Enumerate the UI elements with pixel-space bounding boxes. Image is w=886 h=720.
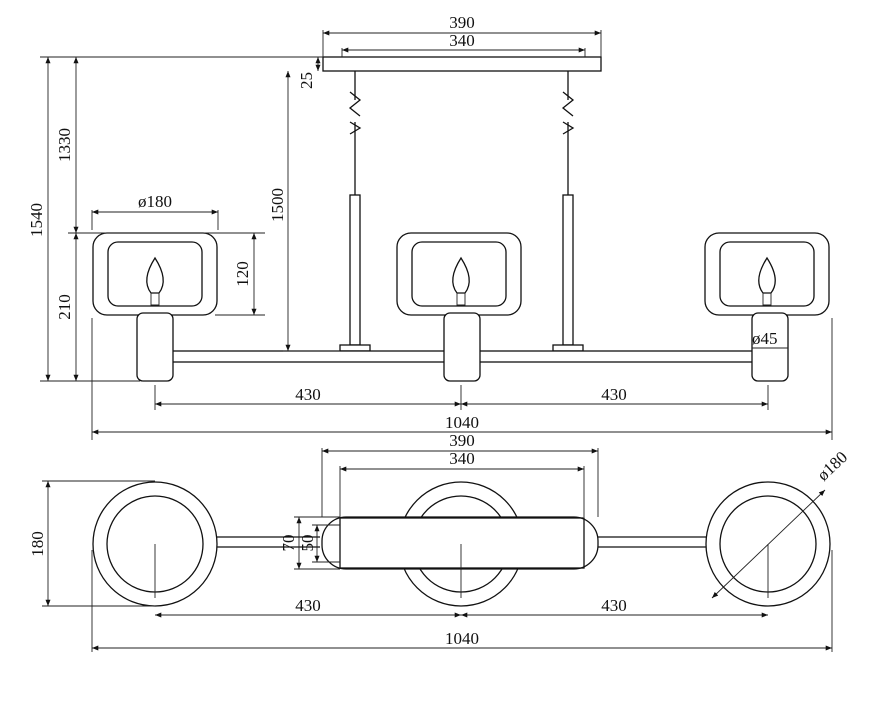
side-max-drop-label: 1500 <box>268 188 287 222</box>
ceiling-plate <box>322 56 602 72</box>
top-view: 390 340 180 70 50 ø180 430 430 1040 <box>28 431 851 652</box>
side-dimension-lines <box>45 30 832 435</box>
top-shade-left <box>92 481 218 607</box>
top-plate-depth-outer-label: 70 <box>279 535 298 552</box>
top-shade-depth-label: 180 <box>28 531 47 557</box>
top-extension-lines <box>42 448 833 652</box>
side-top-plate-outer-label: 390 <box>449 13 475 32</box>
side-overall-height-label: 1540 <box>27 203 46 237</box>
top-plate-outer-label: 390 <box>449 431 475 450</box>
side-extension-lines <box>40 30 833 440</box>
lamp-left <box>92 232 218 382</box>
side-shade-diameter-label: ø180 <box>138 192 172 211</box>
side-cable-height-label: 1330 <box>55 128 74 162</box>
side-shade-height-label: 120 <box>233 261 252 287</box>
lamp-center <box>396 232 522 382</box>
side-view: 390 340 25 1540 1330 210 1500 ø180 120 ø… <box>27 13 833 440</box>
top-ceiling-plate <box>321 516 599 570</box>
side-top-plate-inner-label: 340 <box>449 31 475 50</box>
suspension-rod-left <box>339 71 371 352</box>
side-spacing-right-label: 430 <box>601 385 627 404</box>
top-plate-depth-inner-label: 50 <box>298 535 317 552</box>
top-plate-inner-label: 340 <box>449 449 475 468</box>
top-dimension-lines <box>45 448 832 651</box>
top-overall-width-label: 1040 <box>445 629 479 648</box>
side-socket-diameter-label: ø45 <box>752 329 778 348</box>
top-shade-diameter-label: ø180 <box>813 447 851 484</box>
top-ceiling-plate-inner <box>339 517 585 569</box>
top-spacing-left-label: 430 <box>295 596 321 615</box>
side-overall-width-label: 1040 <box>445 413 479 432</box>
side-fixture-height-label: 210 <box>55 294 74 320</box>
top-spacing-right-label: 430 <box>601 596 627 615</box>
suspension-rod-right <box>552 71 584 352</box>
lamp-right <box>704 232 830 382</box>
side-spacing-left-label: 430 <box>295 385 321 404</box>
side-plate-height-label: 25 <box>297 72 316 89</box>
